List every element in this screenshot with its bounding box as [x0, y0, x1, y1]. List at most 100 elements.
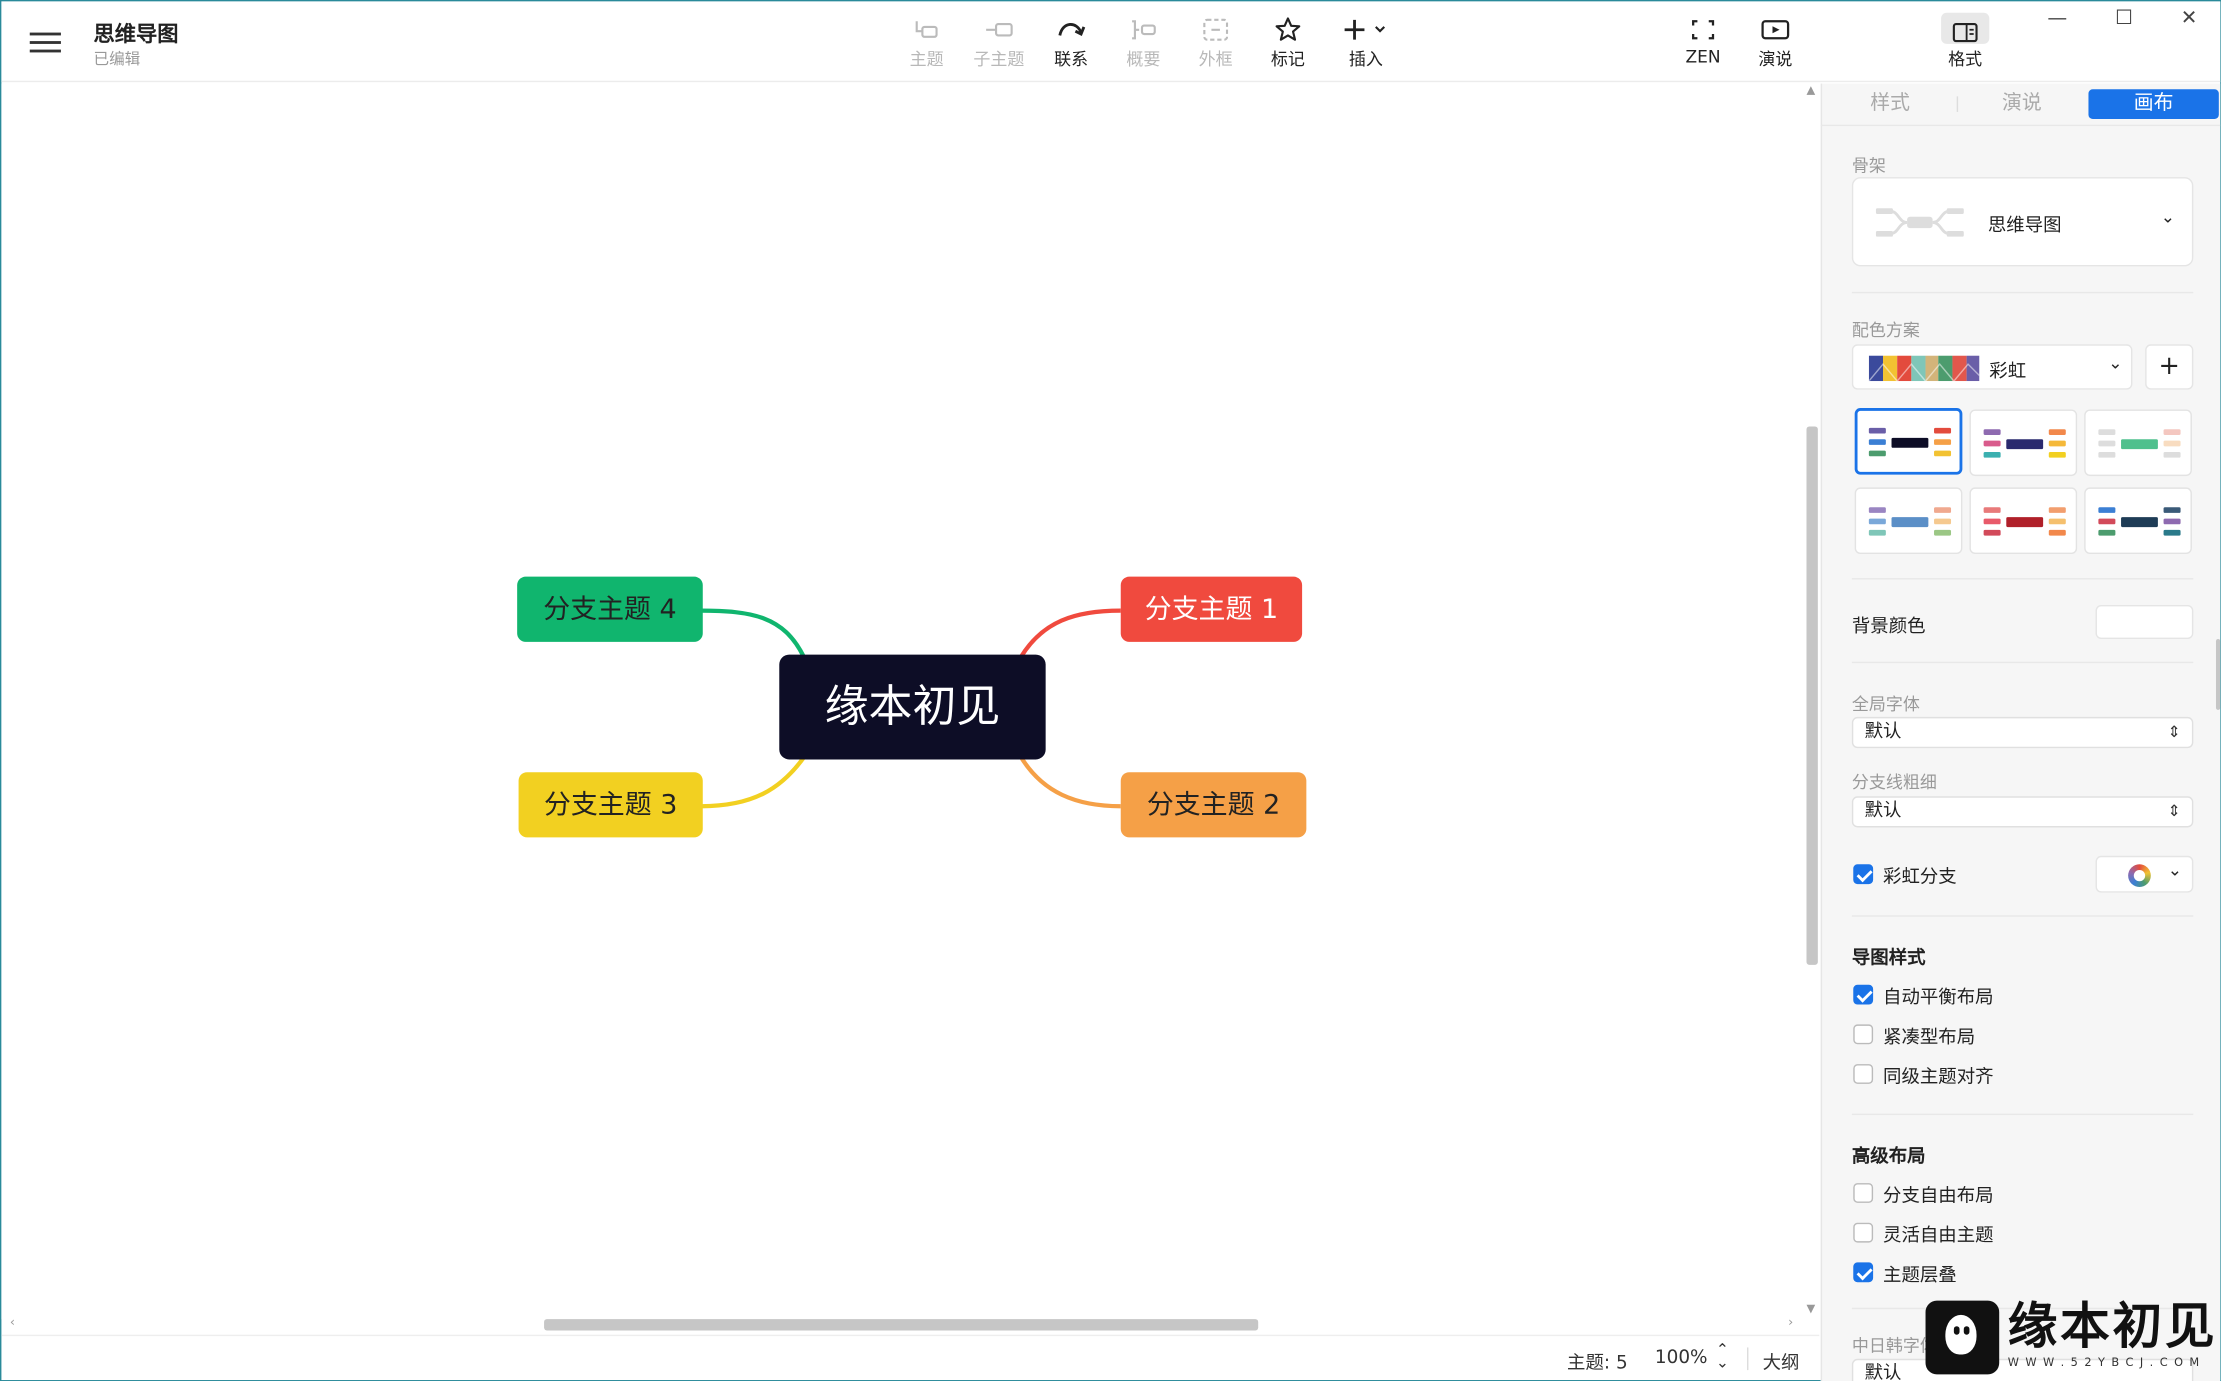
- color-scheme-select[interactable]: 彩虹 ⌄: [1851, 344, 2133, 390]
- document-title: 思维导图: [93, 21, 179, 47]
- boundary-icon: [1180, 13, 1251, 44]
- updown-chevron-icon: ⇕: [2167, 722, 2181, 742]
- theme-thumbnail-3[interactable]: [2084, 409, 2192, 477]
- status-divider: [1747, 1347, 1749, 1371]
- maximize-button[interactable]: ☐: [2114, 7, 2133, 30]
- chevron-down-icon: ⌄: [2108, 352, 2123, 373]
- flexible-floating-checkbox[interactable]: [1853, 1222, 1874, 1243]
- section-divider: [1851, 661, 2194, 664]
- tab-present[interactable]: 演说: [2002, 92, 2042, 115]
- hamburger-menu-icon[interactable]: [27, 27, 64, 58]
- top-toolbar: [1, 1, 2221, 83]
- subtopic-button[interactable]: 子主题: [963, 13, 1034, 75]
- subtopic-label: 子主题: [973, 49, 1025, 70]
- tab-canvas[interactable]: 画布: [2088, 89, 2219, 120]
- align-siblings-label: 同级主题对齐: [1883, 1066, 1994, 1089]
- rainbow-color-select[interactable]: ⌄: [2095, 855, 2194, 893]
- topic-overlap-checkbox[interactable]: [1853, 1262, 1874, 1283]
- format-label: 格式: [1948, 49, 1983, 70]
- branch-free-layout-checkbox[interactable]: [1853, 1183, 1874, 1203]
- compact-layout-label: 紧凑型布局: [1883, 1027, 1976, 1049]
- marker-button[interactable]: 标记: [1253, 13, 1324, 75]
- section-divider: [1851, 291, 2194, 294]
- central-topic[interactable]: 缘本初见: [779, 654, 1046, 760]
- watermark-logo: 缘本初见 W W W . 5 2 Y B C J . C O M: [1925, 1298, 2221, 1381]
- map-style-title: 导图样式: [1851, 947, 1926, 970]
- insert-button[interactable]: 插入: [1330, 13, 1401, 75]
- bg-color-label: 背景颜色: [1851, 616, 1926, 638]
- global-font-label: 全局字体: [1851, 694, 1920, 715]
- summary-icon: [1108, 13, 1179, 44]
- boundary-label: 外框: [1198, 49, 1233, 70]
- theme-thumbnail-4[interactable]: [1854, 487, 1963, 554]
- relationship-icon: [1036, 13, 1107, 44]
- rainbow-branch-checkbox[interactable]: [1853, 864, 1874, 885]
- panel-scrollbar[interactable]: [2215, 136, 2221, 1355]
- horizontal-scrollbar[interactable]: ‹ ›: [1, 1316, 1803, 1333]
- close-button[interactable]: ✕: [2180, 7, 2198, 30]
- zen-button[interactable]: ZEN: [1668, 13, 1739, 75]
- relationship-button[interactable]: 联系: [1036, 13, 1107, 75]
- boundary-button[interactable]: 外框: [1180, 13, 1251, 75]
- branch-topic-4[interactable]: 分支主题 4: [517, 576, 703, 642]
- auto-balance-checkbox[interactable]: [1853, 984, 1874, 1005]
- bg-color-swatch[interactable]: [2095, 605, 2194, 640]
- theme-thumbnail-6[interactable]: [2084, 487, 2192, 554]
- format-panel-icon: [1941, 12, 1990, 44]
- outline-button[interactable]: 大纲: [1762, 1353, 1800, 1375]
- relationship-label: 联系: [1054, 49, 1089, 70]
- cjk-font-label: 中日韩字体: [1851, 1336, 1937, 1356]
- scroll-down-icon[interactable]: ▼: [1806, 1302, 1816, 1315]
- tabs-divider: [1820, 124, 2221, 127]
- skeleton-preview-icon: [1875, 208, 1964, 237]
- branch-topic-1[interactable]: 分支主题 1: [1120, 576, 1303, 642]
- skeleton-value: 思维导图: [1987, 215, 2062, 237]
- minimize-button[interactable]: —: [2047, 7, 2068, 30]
- scroll-up-icon[interactable]: ▲: [1806, 83, 1816, 97]
- theme-thumbnail-2[interactable]: [1969, 409, 2078, 477]
- compact-layout-checkbox[interactable]: [1853, 1024, 1874, 1045]
- tab-style[interactable]: 样式: [1870, 92, 1910, 115]
- format-button[interactable]: 格式: [1930, 12, 2001, 75]
- topic-button[interactable]: 主题: [891, 13, 962, 75]
- topic-overlap-label: 主题层叠: [1883, 1265, 1957, 1287]
- zen-label: ZEN: [1685, 46, 1721, 67]
- global-font-select[interactable]: 默认 ⇕: [1851, 716, 2194, 749]
- scroll-right-icon[interactable]: ›: [1788, 1316, 1794, 1331]
- section-divider: [1851, 1307, 2194, 1310]
- branch-topic-3[interactable]: 分支主题 3: [518, 772, 703, 838]
- color-scheme-label: 配色方案: [1851, 320, 1920, 341]
- status-bar: 主题: 5 100% ⌃⌄ 大纲: [1, 1334, 1820, 1381]
- color-scheme-value: 彩虹: [1989, 361, 2027, 383]
- align-siblings-checkbox[interactable]: [1853, 1064, 1874, 1084]
- present-button[interactable]: 演说: [1740, 13, 1811, 75]
- scroll-left-icon[interactable]: ‹: [9, 1316, 16, 1331]
- section-divider: [1851, 915, 2194, 917]
- topic-label: 主题: [909, 49, 944, 70]
- theme-thumbnail-5[interactable]: [1969, 487, 2078, 554]
- topic-count: 主题: 5: [1567, 1353, 1628, 1375]
- section-divider: [1851, 578, 2194, 580]
- vertical-scrollbar[interactable]: ▲ ▼: [1805, 84, 1819, 1320]
- skeleton-select[interactable]: 思维导图 ⌄: [1851, 177, 2194, 267]
- horizontal-scroll-thumb[interactable]: [544, 1319, 1259, 1331]
- branch-width-value: 默认: [1864, 800, 1902, 822]
- auto-balance-label: 自动平衡布局: [1883, 987, 1994, 1009]
- vertical-scroll-thumb[interactable]: [1806, 426, 1818, 965]
- summary-label: 概要: [1126, 49, 1161, 70]
- panel-scroll-thumb[interactable]: [2215, 639, 2221, 710]
- zoom-level[interactable]: 100%: [1654, 1347, 1708, 1369]
- panel-tabs: 样式 演说 画布: [1829, 89, 2219, 120]
- add-scheme-plus-icon[interactable]: +: [2145, 344, 2194, 390]
- branch-connectors: [699, 608, 1121, 809]
- theme-thumbnail-1[interactable]: [1854, 408, 1963, 475]
- summary-button[interactable]: 概要: [1108, 13, 1179, 75]
- branch-width-select[interactable]: 默认 ⇕: [1851, 796, 2194, 828]
- section-divider: [1851, 1113, 2194, 1116]
- insert-label: 插入: [1348, 49, 1383, 70]
- watermark-badge: [1925, 1300, 2000, 1375]
- topic-icon: [891, 13, 962, 44]
- zoom-stepper-icon[interactable]: ⌃⌄: [1715, 1340, 1729, 1372]
- branch-topic-2[interactable]: 分支主题 2: [1120, 772, 1307, 838]
